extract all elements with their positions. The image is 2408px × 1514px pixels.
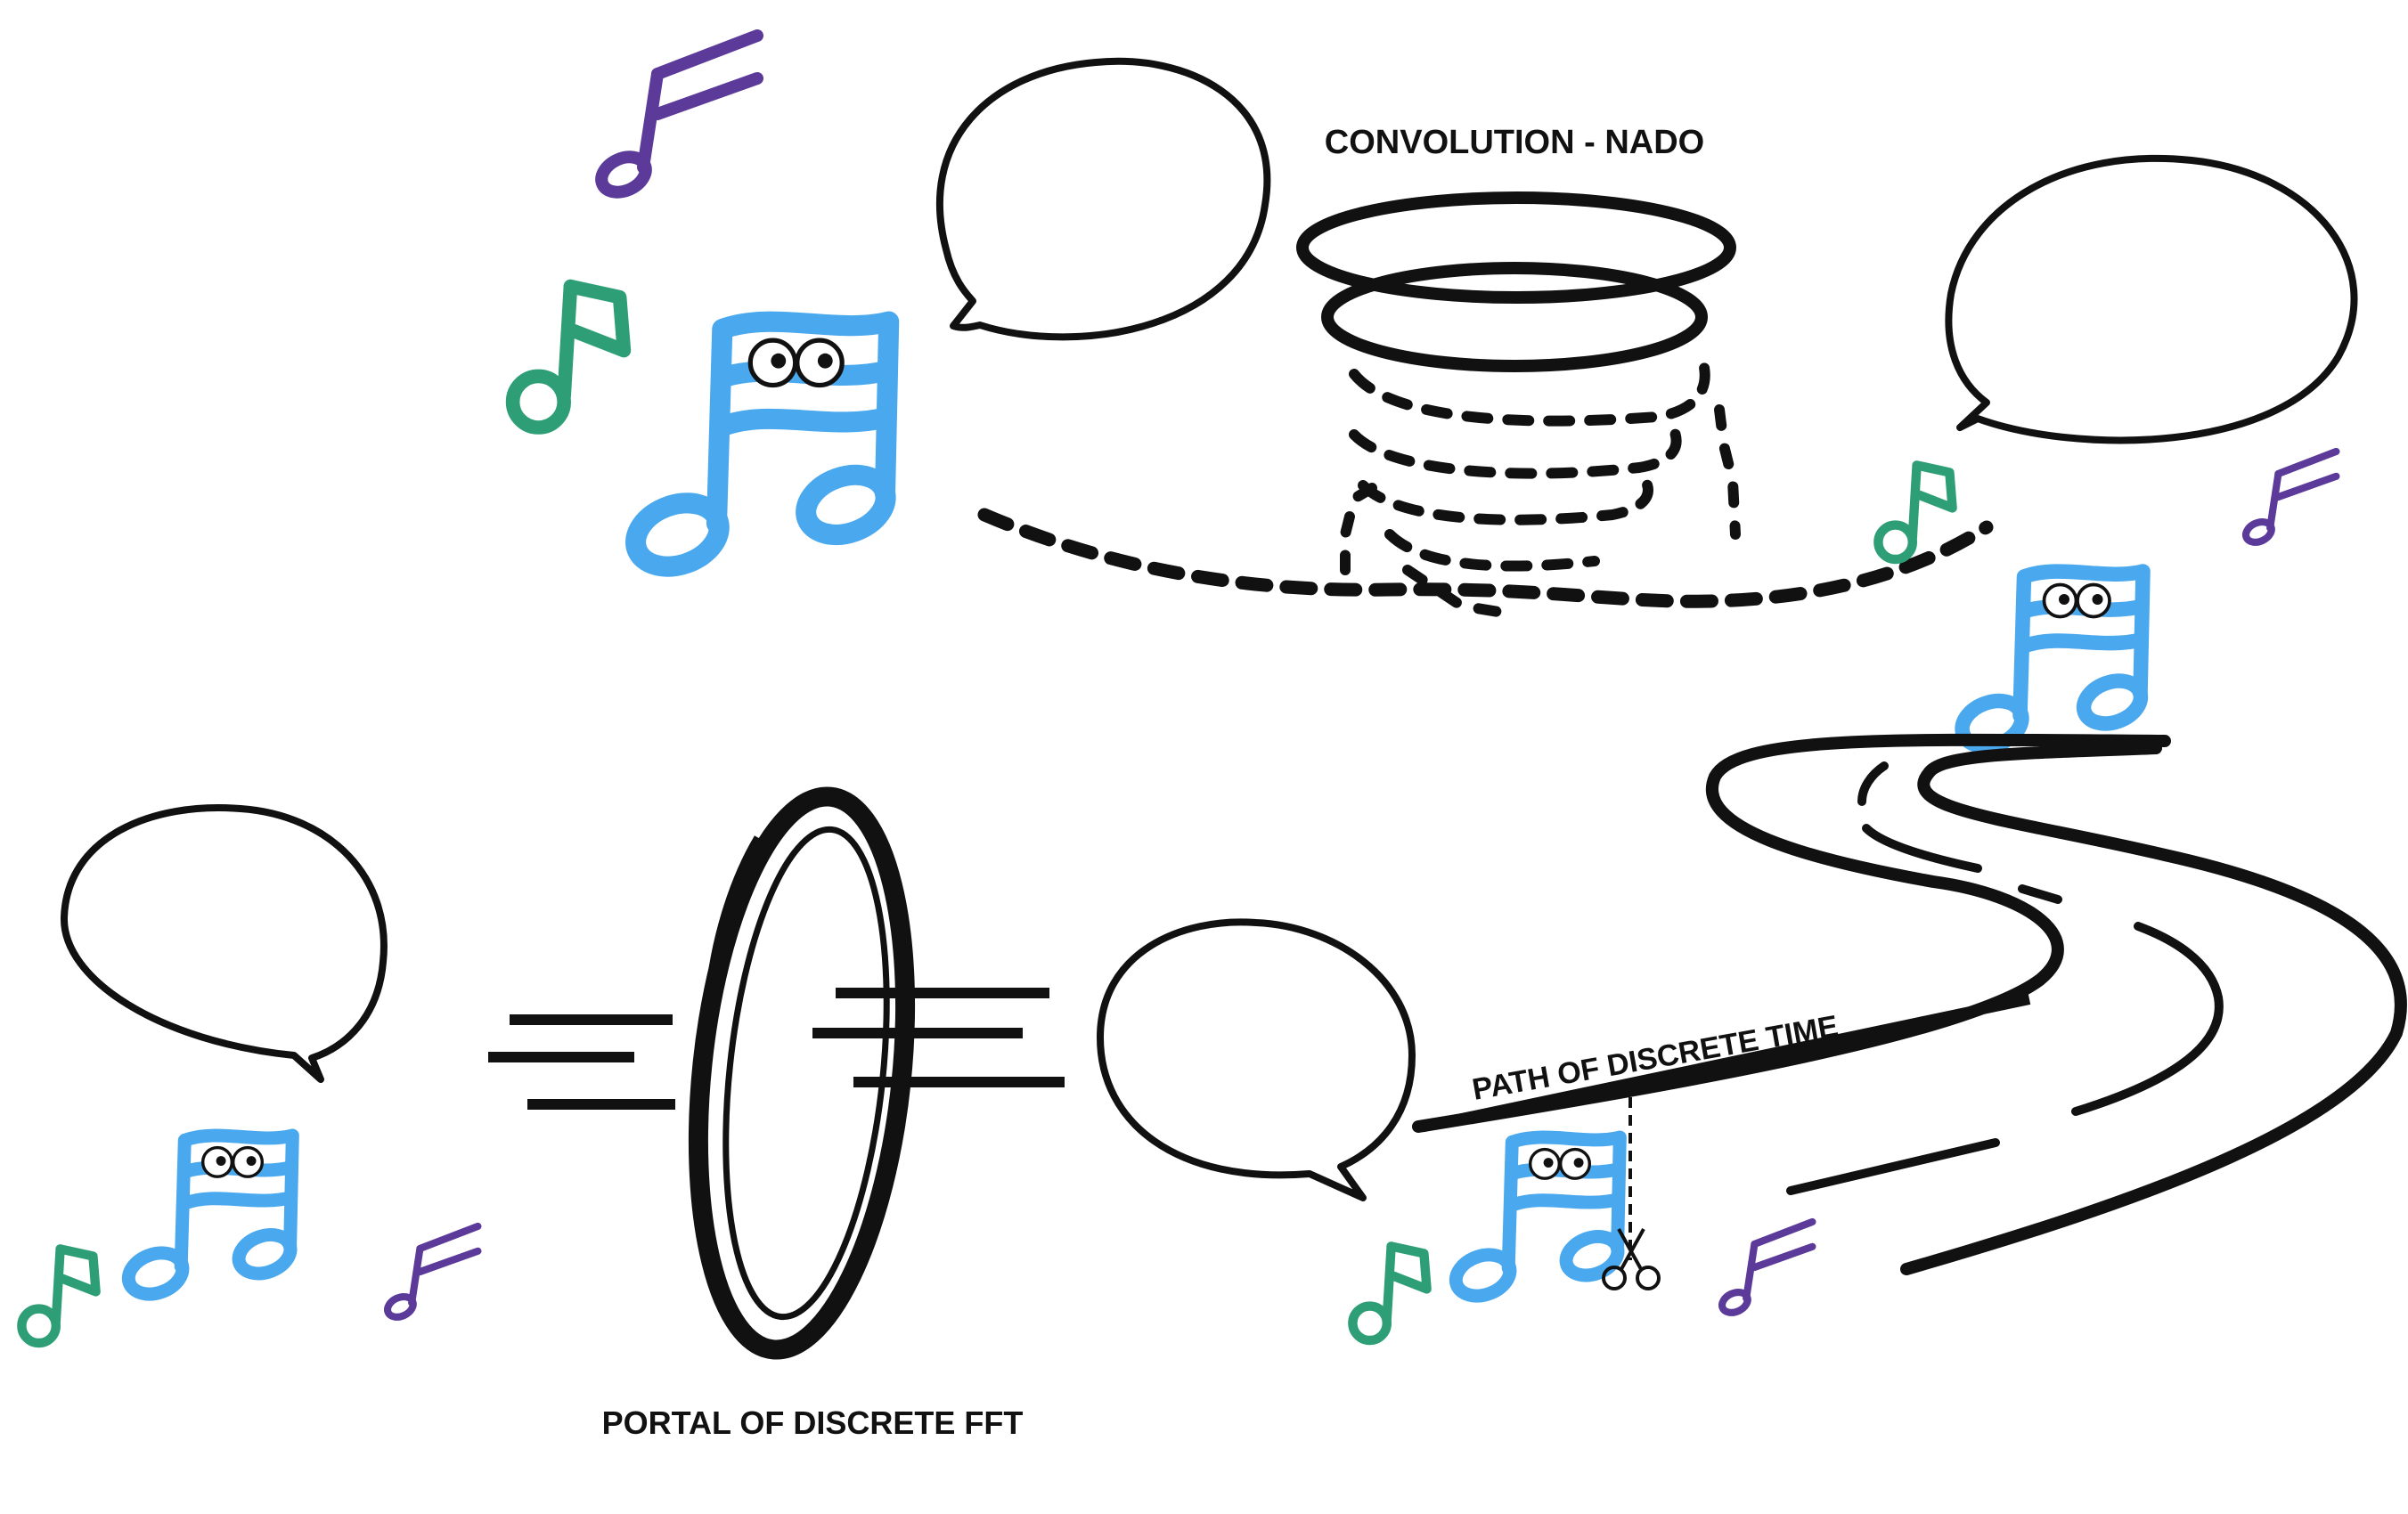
speech-bubble-icon: [935, 57, 1271, 341]
purple-music-note-icon: [2242, 452, 2336, 546]
convolution-label: CONVOLUTION - NADO: [1325, 124, 1704, 161]
blue-singing-notes-icon: [123, 1136, 296, 1301]
speech-bubble-icon: [60, 804, 388, 1083]
speech-bubble-icon: [1097, 918, 1416, 1201]
green-music-note-icon: [21, 1249, 95, 1343]
tornado-icon: [1296, 191, 1741, 620]
purple-music-note-icon: [596, 36, 757, 199]
green-music-note-icon: [1878, 465, 1952, 559]
top-scene: CONVOLUTION - NADO: [513, 36, 2358, 754]
speed-lines-icon: [812, 988, 1065, 1087]
green-music-note-icon: [513, 287, 624, 427]
blue-singing-notes-icon: [1450, 1137, 1623, 1303]
blue-singing-notes-icon: [1955, 572, 2146, 754]
blue-singing-notes-icon: [627, 322, 894, 577]
portal-ring-icon: [688, 786, 916, 1360]
scissors-icon: [1602, 1097, 1661, 1290]
time-path-line: [1422, 994, 2031, 1132]
dashed-arc-path: [977, 508, 1994, 608]
road-icon: [1412, 733, 2407, 1275]
portal-label: PORTAL OF DISCRETE FFT: [602, 1404, 1024, 1441]
bottom-scene: PORTAL OF DISCRETE FFT PATH OF DISCRETE …: [21, 733, 2407, 1441]
purple-music-note-icon: [384, 1226, 478, 1321]
purple-music-note-icon: [1718, 1222, 1812, 1316]
green-music-note-icon: [1352, 1246, 1426, 1340]
speech-bubble-icon: [1945, 154, 2358, 444]
speed-lines-icon: [488, 1014, 675, 1110]
